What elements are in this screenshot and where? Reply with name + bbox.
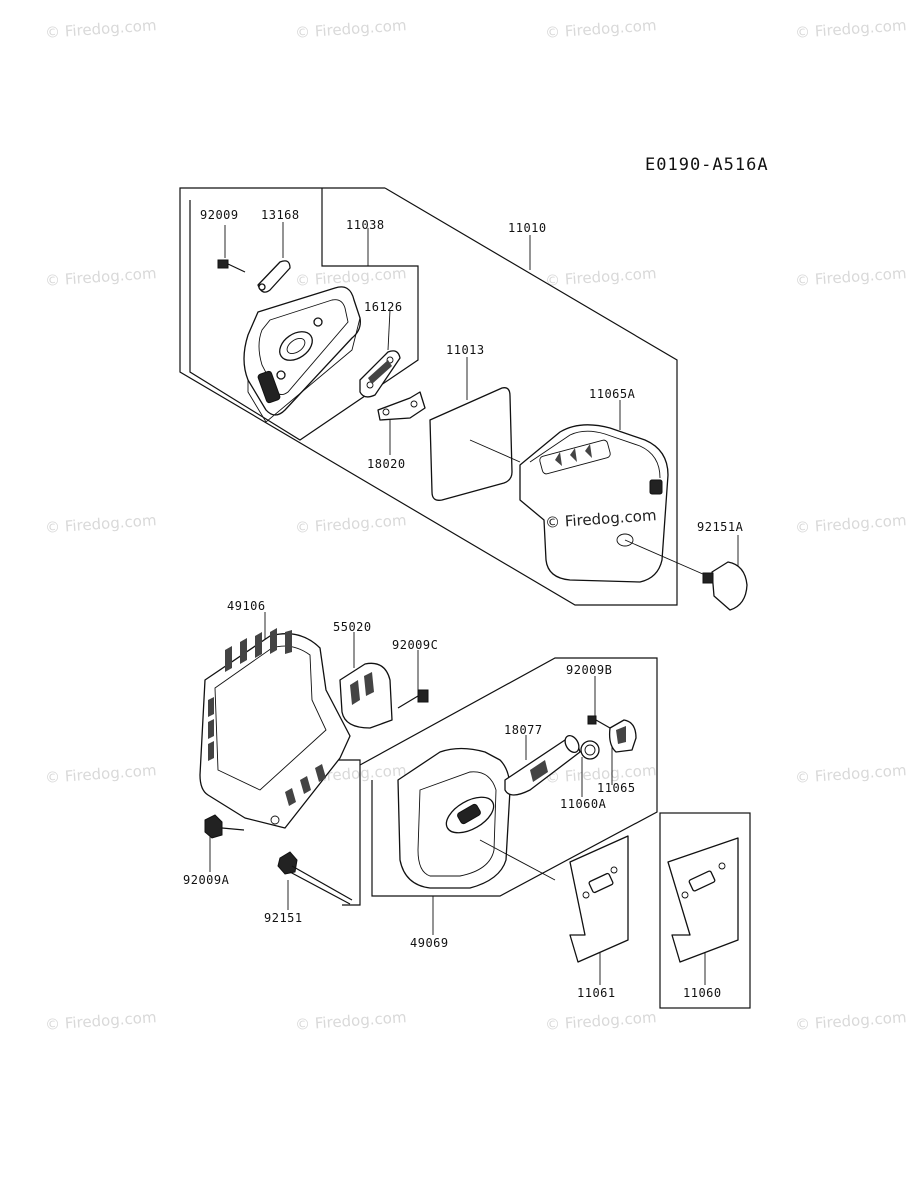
- part-92009-screw: [217, 259, 246, 273]
- part-label: 11060: [683, 986, 722, 1000]
- part-11038-base-plate: [243, 286, 361, 423]
- bracket-11060: [659, 812, 751, 1009]
- part-label: 92009A: [183, 873, 230, 887]
- part-11013-filter-element: [429, 387, 521, 501]
- part-label: 11010: [508, 221, 547, 235]
- part-label: 92009C: [392, 638, 439, 652]
- part-18020-bracket: [377, 391, 426, 421]
- part-11060-gasket: [667, 837, 739, 963]
- part-11061-gasket: [569, 835, 629, 963]
- part-49069-muffler: [397, 747, 556, 889]
- part-92009A-bolt: [204, 814, 245, 839]
- part-label: 92151A: [697, 520, 744, 534]
- part-label: 16126: [364, 300, 403, 314]
- part-49106-shield: [199, 628, 351, 829]
- part-label: 11060A: [560, 797, 607, 811]
- part-label: 55020: [333, 620, 372, 634]
- part-92009C-screw: [397, 689, 429, 709]
- part-92151-bolt: [277, 851, 353, 905]
- part-92009B-screw: [587, 715, 611, 729]
- part-label: 92009B: [566, 663, 613, 677]
- part-label: 92151: [264, 911, 303, 925]
- part-label: 11061: [577, 986, 616, 1000]
- part-label: 49069: [410, 936, 449, 950]
- part-55020-guard: [339, 662, 393, 729]
- part-label: 11038: [346, 218, 385, 232]
- part-18077-pipe: [504, 734, 581, 796]
- part-11060A-gasket-ring: [580, 740, 600, 760]
- bracket-11010: [179, 187, 678, 606]
- part-label: 11013: [446, 343, 485, 357]
- part-label: 11065: [597, 781, 636, 795]
- part-16126-gasket: [359, 350, 401, 398]
- part-label: 49106: [227, 599, 266, 613]
- part-13168-lever: [257, 260, 291, 293]
- part-label: 92009: [200, 208, 239, 222]
- part-label: 18077: [504, 723, 543, 737]
- part-label: 18020: [367, 457, 406, 471]
- part-label: 13168: [261, 208, 300, 222]
- part-11065A-cover: [519, 424, 713, 583]
- diagram-code: E0190-A516A: [645, 155, 769, 175]
- bracket-11038: [189, 188, 419, 441]
- bracket-49069: [359, 657, 658, 897]
- part-11065-cap: [608, 719, 637, 753]
- bracket-92151: [325, 759, 361, 906]
- part-92151A-knob: [702, 561, 748, 611]
- part-label: 11065A: [589, 387, 636, 401]
